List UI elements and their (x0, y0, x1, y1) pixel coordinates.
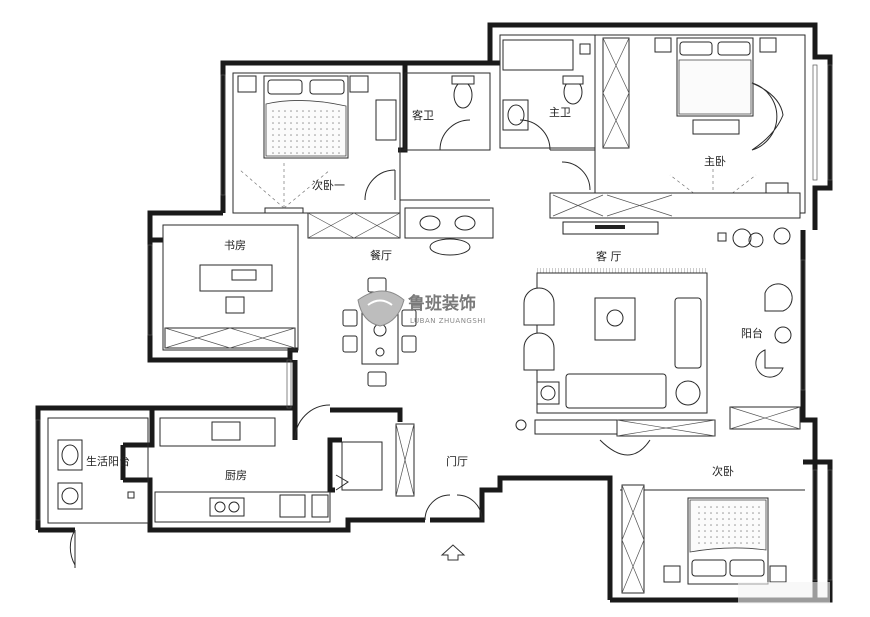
coffee-table (594, 297, 636, 341)
room-label-study: 书房 (224, 239, 246, 252)
room-label-guest-bathroom: 客卫 (412, 108, 434, 122)
master-bathroom (502, 39, 591, 151)
logo-watermark: 鲁班装饰 LUBAN ZHUANGSHI (357, 290, 486, 327)
study (164, 264, 296, 349)
room-label-kitchen: 厨房 (225, 469, 247, 482)
nightstand-left (237, 75, 257, 93)
sofa-side (674, 297, 702, 369)
kitchen (154, 417, 383, 523)
room-label-balcony: 阳台 (741, 326, 763, 340)
room-label-secondary-bedroom-one: 次卧一 (312, 178, 345, 192)
utility-balcony (57, 439, 135, 510)
desk (375, 99, 397, 141)
room-label-master-bedroom: 主卧 (704, 155, 726, 168)
living-room (515, 268, 708, 431)
up-arrow-icon (440, 544, 466, 561)
sofa-main (565, 373, 667, 409)
armchair-1 (523, 287, 555, 326)
vanity (404, 207, 494, 239)
wardrobe (602, 37, 630, 149)
corner-watermark (738, 582, 830, 604)
chair (225, 296, 245, 314)
room-label-utility-balcony: 生活阳台 (86, 454, 130, 468)
doors (69, 161, 651, 568)
bookshelf (164, 327, 296, 349)
toilet (453, 81, 473, 109)
nightstand-right (349, 75, 369, 93)
counter-top (159, 417, 276, 447)
armchair-2 (523, 332, 555, 371)
room-labels: 次卧一 客卫 主卫 主卧 书房 餐厅 客 厅 阳台 生活阳台 厨房 门厅 次卧 (86, 106, 763, 482)
lounge-chair (751, 82, 784, 151)
interior-partitions (47, 34, 806, 524)
secondary-bedroom-one (237, 75, 397, 214)
cabinet-row-middle (395, 406, 801, 497)
logo-name: 鲁班装饰 (408, 293, 476, 314)
room-label-secondary-bedroom: 次卧 (712, 464, 734, 478)
room-label-master-bathroom: 主卫 (549, 106, 571, 119)
wardrobe (621, 484, 645, 594)
room-label-dining-room: 餐厅 (370, 248, 392, 262)
balcony (717, 227, 793, 378)
walls (35, 22, 833, 603)
master-bedroom (602, 37, 789, 213)
logo-subtitle: LUBAN ZHUANGSHI (410, 317, 486, 325)
room-label-living-room: 客 厅 (596, 249, 622, 263)
secondary-bedroom (621, 484, 787, 594)
room-label-entrance-hall: 门厅 (446, 454, 468, 468)
logo-emblem-icon (357, 290, 405, 327)
windows (35, 64, 833, 581)
guest-bathroom (439, 75, 475, 151)
cabinet-row-top (307, 192, 801, 256)
